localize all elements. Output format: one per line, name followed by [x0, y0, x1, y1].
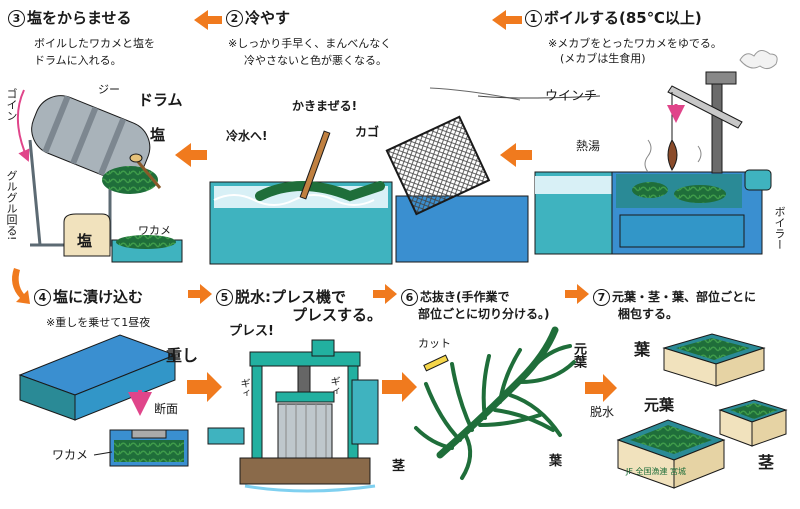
label-guruguru: グルグル回る! [6, 170, 17, 240]
label-cold-water: 冷水へ! [226, 130, 267, 142]
arrow-5-to-6 [373, 284, 397, 304]
step-4-title: 塩に漬け込む [53, 288, 143, 306]
arrow-2-to-3 [194, 10, 222, 30]
step-1-note-1: ※メカブをとったワカメをゆでる。 [548, 38, 722, 49]
step-3-title: 塩をからませる [27, 9, 132, 27]
box-print: JF 全国漁連 宮城 [626, 468, 686, 476]
arrow-cool-to-drum [175, 143, 207, 167]
label-motoha-1: 元葉 [572, 342, 585, 368]
label-salt: 塩 [150, 128, 165, 143]
label-section: 断面 [154, 403, 178, 415]
step-3-note-2: ドラムに入れる。 [34, 55, 122, 66]
label-kuki-1: 茎 [392, 460, 405, 473]
label-stir: かきまぜる! [292, 100, 357, 112]
step-2-title: 冷やす [245, 9, 290, 27]
step-2-note-2: 冷やさないと色が悪くなる。 [244, 55, 387, 66]
arrow-boil-to-cool [500, 143, 532, 167]
label-gii-right: ギィ [328, 376, 338, 396]
label-wakame-1: ワカメ [138, 225, 171, 236]
step-7-title-2: 梱包する。 [618, 308, 678, 320]
label-winch: ウインチ [545, 90, 597, 103]
label-gii-left: ギィ [238, 378, 248, 398]
arrow-cut-to-box [585, 374, 617, 402]
step-1-number: 1 [525, 10, 542, 27]
boil-station [535, 50, 777, 254]
label-goin: ゴイン [6, 88, 17, 121]
arrow-4-to-5 [188, 284, 212, 304]
label-ha-2: 葉 [634, 342, 650, 358]
label-basket: カゴ [355, 126, 379, 138]
label-ha-1: 葉 [549, 455, 562, 468]
step-6-number: 6 [401, 289, 418, 306]
step-5-number: 5 [216, 289, 233, 306]
label-weight: 重し [166, 348, 198, 364]
step-2-number: 2 [226, 10, 243, 27]
arrow-1-to-2 [492, 10, 522, 30]
arrow-salt-to-press [187, 372, 222, 402]
press-station [208, 340, 378, 491]
step-1-title: ボイルする(85℃以上) [544, 9, 702, 27]
step-7-title: 元葉・茎・葉、部位ごとに [612, 290, 756, 304]
label-dassui: 脱水 [590, 406, 614, 418]
step-2-note-1: ※しっかり手早く、まんべんなく [228, 38, 391, 49]
label-jii: ジー [98, 84, 120, 95]
step-6-title-2: 部位ごとに切り分ける。) [418, 308, 550, 320]
step-5-title-2: プレスする。 [292, 308, 382, 323]
step-7-number: 7 [593, 289, 610, 306]
step-3-note-1: ボイルしたワカメと塩を [34, 38, 155, 49]
label-motoha-2: 元葉 [644, 398, 674, 413]
arrow-press-to-cut [382, 372, 417, 402]
step-6-title: 芯抜き(手作業で [420, 290, 510, 304]
label-drum: ドラム [138, 93, 183, 108]
step-3-number: 3 [8, 10, 25, 27]
arrow-6-to-7 [565, 284, 589, 304]
label-press: プレス! [229, 325, 274, 338]
step-4-note: ※重しを乗せて1昼夜 [46, 317, 150, 328]
step-4-number: 4 [34, 289, 51, 306]
step-5-title: 脱水:プレス機で [235, 288, 346, 306]
label-salt-bag: 塩 [77, 234, 92, 249]
label-cut: カット [418, 338, 451, 349]
label-wakame-2: ワカメ [52, 449, 88, 461]
step-1-note-2: (メカブは生食用) [560, 53, 646, 64]
label-kuki-2: 茎 [758, 455, 774, 471]
label-hot-water: 熱湯 [576, 140, 600, 152]
label-boiler: ボイラー [774, 206, 785, 250]
salting-box-station [0, 335, 188, 466]
arrow-3-to-4 [12, 268, 30, 304]
